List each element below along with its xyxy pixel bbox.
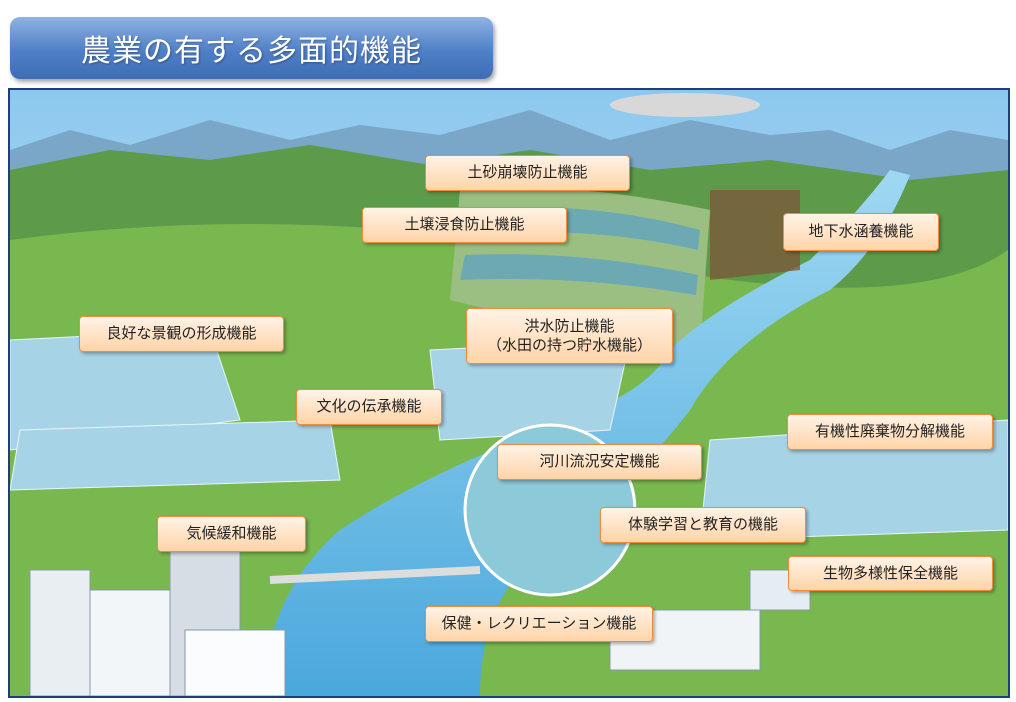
flood-line1: 洪水防止機能: [524, 316, 615, 335]
illustration: 土砂崩壊防止機能 土壌浸食防止機能 地下水涵養機能 良好な景観の形成機能 洪水防…: [8, 88, 1010, 698]
label-groundwater-recharge: 地下水涵養機能: [783, 213, 939, 251]
label-river-flow-stabilization: 河川流況安定機能: [497, 444, 702, 480]
label-organic-waste-decomposition: 有機性廃棄物分解機能: [787, 414, 993, 450]
label-culture-transmission: 文化の伝承機能: [296, 389, 442, 425]
label-biodiversity: 生物多様性保全機能: [788, 556, 993, 591]
label-landscape-formation: 良好な景観の形成機能: [79, 316, 284, 352]
flood-line2: （水田の持つ貯水機能）: [486, 336, 652, 354]
groundwater-circle: [710, 190, 800, 280]
label-education: 体験学習と教育の機能: [600, 507, 806, 543]
rain-cloud: [610, 93, 760, 117]
label-landslide-prevention: 土砂崩壊防止機能: [425, 155, 630, 191]
label-recreation: 保健・レクリエーション機能: [425, 606, 653, 642]
page-title: 農業の有する多面的機能: [10, 17, 493, 79]
label-flood-prevention: 洪水防止機能 （水田の持つ貯水機能）: [466, 308, 673, 364]
label-soil-erosion-prevention: 土壌浸食防止機能: [362, 207, 567, 243]
bridge: [269, 566, 481, 584]
label-climate-mitigation: 気候緩和機能: [157, 516, 306, 552]
